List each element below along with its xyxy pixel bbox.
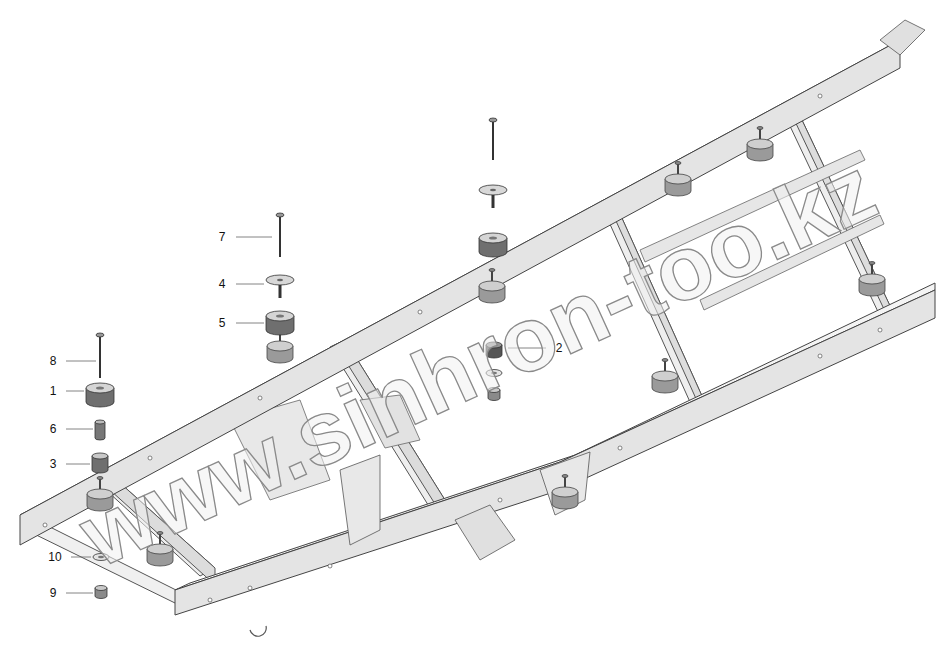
- callout-number: 8: [50, 354, 57, 368]
- watermark: www.sinhron-too.kz: [68, 142, 888, 581]
- callout-number: 7: [219, 230, 226, 244]
- callout-number: 3: [50, 457, 57, 471]
- callout-number: 4: [219, 277, 226, 291]
- callout-number: 5: [219, 316, 226, 330]
- callout-number: 6: [50, 422, 57, 436]
- callout-number: 10: [48, 550, 61, 564]
- callout-number: 1: [50, 384, 57, 398]
- callout-number: 9: [50, 586, 57, 600]
